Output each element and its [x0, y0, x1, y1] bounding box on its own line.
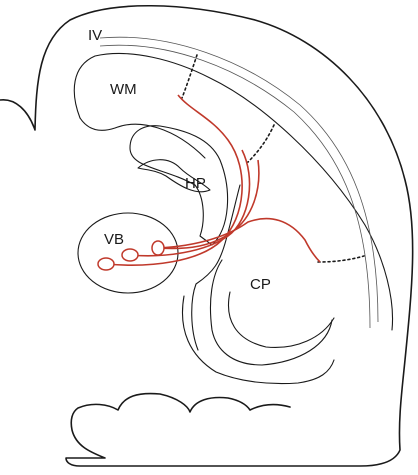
caudate-putamen-outline — [209, 259, 333, 366]
neuron-cell-body-1 — [97, 257, 115, 271]
white-matter-outline — [73, 52, 394, 331]
hippocampus-outline — [129, 125, 229, 246]
internal-capsule-line — [191, 184, 241, 351]
cortex-layer-line-2 — [99, 44, 371, 329]
ventral-outline — [181, 295, 335, 385]
axon-path-1 — [105, 94, 243, 266]
label-hippocampus: HP — [185, 175, 206, 192]
label-ventrobasal: VB — [104, 231, 124, 248]
axon-path-4 — [157, 217, 321, 263]
label-white-matter: WM — [110, 81, 137, 98]
label-caudate-putamen: CP — [250, 276, 271, 293]
dotted-boundary-2 — [247, 124, 275, 163]
dotted-boundary-1 — [181, 54, 198, 99]
cortex-layer-line-1 — [99, 36, 379, 323]
brain-outline — [0, 4, 414, 467]
axon-path-2 — [129, 149, 251, 257]
neuron-cell-body-2 — [121, 248, 139, 262]
neuron-cell-body-3 — [151, 240, 165, 256]
dotted-boundary-3 — [317, 255, 365, 263]
cp-lower-line — [228, 291, 335, 349]
label-layer-iv: IV — [88, 27, 102, 44]
hippocampus-inner-fold — [137, 159, 211, 193]
white-matter-inner — [79, 117, 206, 159]
